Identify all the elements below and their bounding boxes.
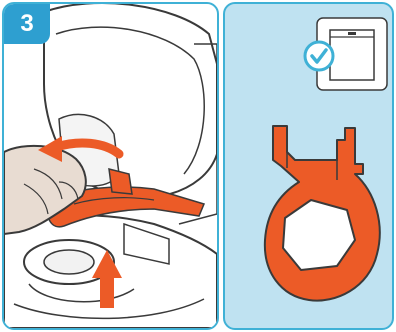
step-number-badge: 3: [4, 4, 50, 44]
tool-callout-graphic: [225, 4, 392, 328]
removal-illustration: [4, 4, 217, 328]
arrow-up-icon: [100, 276, 114, 308]
illustration-panel: 3: [2, 2, 219, 330]
spindle-core: [44, 250, 94, 274]
dishwasher-handle: [348, 32, 356, 35]
checkmark-circle-icon: [305, 42, 333, 70]
tool-callout-panel: [223, 2, 394, 330]
